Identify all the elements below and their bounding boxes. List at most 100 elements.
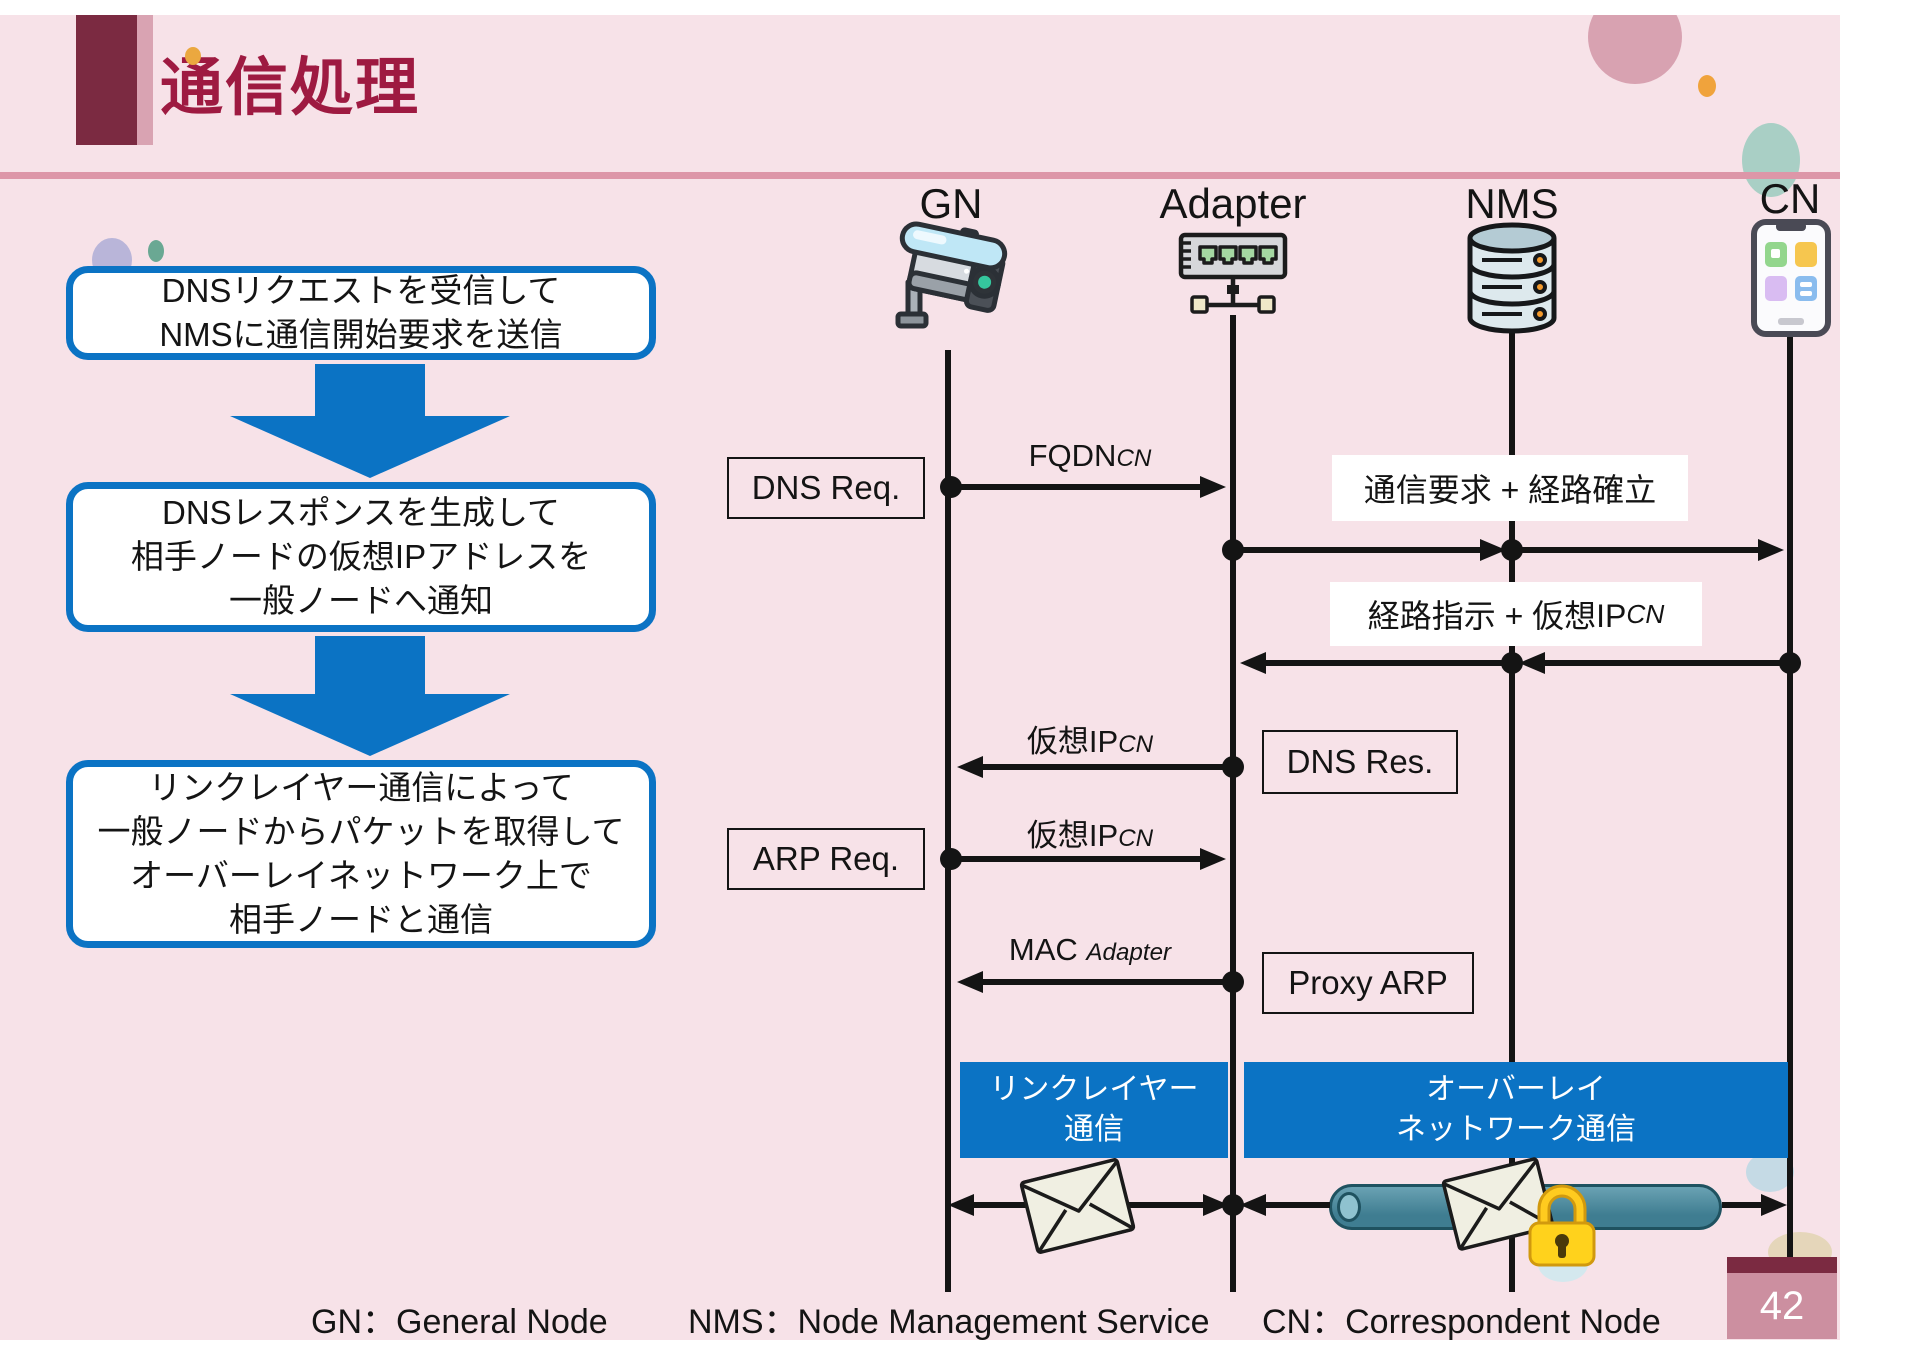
message2-line-b: [1512, 547, 1762, 553]
tag-dns-req: DNS Req.: [727, 457, 925, 519]
overlay-bar-line2: ネットワーク通信: [1396, 1113, 1636, 1146]
message2-arrowhead-cn: [1758, 539, 1784, 561]
smartphone-icon: [1751, 219, 1831, 337]
decoration-green-dot: [148, 240, 164, 262]
bottom-arrowhead-gn: [948, 1194, 974, 1216]
message3-line-a: [1545, 660, 1790, 666]
network-switch-icon: [1178, 232, 1288, 314]
message6-line: [983, 979, 1233, 985]
message-label-mac: MAC Adapter: [965, 932, 1215, 968]
bottom-line-mid: [1266, 1202, 1330, 1208]
lifeline-label-gn: GN: [919, 180, 983, 227]
tag-dns-req-label: DNS Req.: [751, 469, 901, 506]
database-icon: [1467, 222, 1557, 334]
big-arrow-2-head: [230, 694, 510, 756]
lifeline-label-cn: CN: [1759, 175, 1821, 222]
big-arrow-1-stem: [315, 364, 425, 418]
tag-proxy-arp: Proxy ARP: [1262, 952, 1474, 1014]
header-rule: [0, 172, 1840, 179]
route-subscript: CN: [1626, 598, 1665, 629]
message3-nms-dot: [1501, 652, 1523, 674]
header-accent-block: [76, 15, 137, 145]
step2-line2: 相手ノードの仮想IPアドレスを: [130, 538, 592, 575]
legend-gn: GN：General Node: [311, 1303, 608, 1340]
lifeline-gn: [945, 350, 951, 1292]
bottom-line-right: [1722, 1202, 1761, 1208]
message6-adapter-dot: [1222, 971, 1244, 993]
mac-text: MAC: [1008, 932, 1087, 967]
message-label-vip-req: 仮想IPCN: [965, 810, 1215, 855]
step-box-3: リンクレイヤー通信によって 一般ノードからパケットを取得して オーバーレイネット…: [66, 760, 656, 948]
vip-req-subscript: CN: [1118, 825, 1154, 852]
decoration-title-dot: [185, 47, 201, 65]
tag-arp-req-label: ARP Req.: [752, 840, 900, 877]
message1-line: [951, 484, 1204, 490]
link-layer-bar: リンクレイヤー 通信: [960, 1062, 1228, 1158]
lifeline-label-adapter: Adapter: [1159, 180, 1307, 227]
message4-line: [983, 764, 1233, 770]
link-layer-bar-line1: リンクレイヤー: [989, 1073, 1199, 1106]
route-text: 経路指示 + 仮想IP: [1367, 598, 1627, 634]
step-box-2: DNSレスポンスを生成して 相手ノードの仮想IPアドレスを 一般ノードへ通知: [66, 482, 656, 632]
tag-proxy-arp-label: Proxy ARP: [1288, 964, 1448, 1001]
vip-req-text: 仮想IP: [1026, 818, 1119, 853]
message-label-fqdn: FQDNCN: [965, 438, 1215, 474]
step3-line3: オーバーレイネットワーク上で: [130, 857, 592, 894]
message3-arrowhead-nms: [1519, 652, 1545, 674]
message5-line: [951, 856, 1204, 862]
message-label-vip-res: 仮想IPCN: [965, 716, 1215, 761]
lock-icon: [1528, 1184, 1596, 1267]
page-number-strip: [1727, 1257, 1837, 1273]
tag-arp-req: ARP Req.: [727, 828, 925, 890]
bottom-arrowhead-cn: [1761, 1194, 1787, 1216]
security-camera-icon: [895, 221, 1008, 329]
step1-line1: DNSリクエストを受信して: [161, 272, 561, 309]
comm-req-text: 通信要求 + 経路確立: [1363, 472, 1657, 508]
legend-cn: CN：Correspondent Node: [1262, 1303, 1661, 1340]
message2-nms-dot: [1501, 539, 1523, 561]
message3-arrowhead-adapter: [1240, 652, 1266, 674]
fqdn-subscript: CN: [1116, 445, 1152, 472]
step1-line2: NMSに通信開始要求を送信: [159, 316, 563, 353]
message6-arrowhead: [957, 971, 983, 993]
step3-line4: 相手ノードと通信: [229, 901, 493, 938]
lifeline-nms: [1509, 315, 1515, 1292]
message-label-comm-req: 通信要求 + 経路確立: [1332, 455, 1688, 521]
vip-res-subscript: CN: [1118, 731, 1154, 758]
step-box-1: DNSリクエストを受信して NMSに通信開始要求を送信: [66, 266, 656, 360]
header-accent-strip: [137, 15, 153, 145]
envelope-icon-left: [1019, 1158, 1136, 1254]
step3-line1: リンクレイヤー通信によって: [148, 769, 574, 806]
fqdn-text: FQDN: [1028, 438, 1117, 473]
mac-subscript: Adapter: [1086, 939, 1172, 966]
lifeline-adapter: [1230, 315, 1236, 1292]
message3-line-b: [1266, 660, 1512, 666]
message1-origin-dot: [940, 476, 962, 498]
overlay-bar-line1: オーバーレイ: [1426, 1073, 1606, 1106]
message4-adapter-dot: [1222, 756, 1244, 778]
message1-arrowhead: [1200, 476, 1226, 498]
slide: 通信処理 DNSリクエストを受信して NMSに通信開始要求を送信 DNSレスポン…: [0, 15, 1840, 1340]
decoration-blue-circle: [1746, 1152, 1794, 1192]
step2-line3: 一般ノードへ通知: [229, 582, 493, 619]
slide-title: 通信処理: [160, 53, 420, 123]
tag-dns-res: DNS Res.: [1262, 730, 1458, 794]
lifeline-cn: [1787, 335, 1793, 1258]
decoration-orange-dot: [1698, 75, 1716, 97]
bottom-arrowhead-adapter-right: [1240, 1194, 1266, 1216]
lifeline-label-nms: NMS: [1465, 180, 1559, 227]
tag-dns-res-label: DNS Res.: [1286, 743, 1434, 780]
message2-adapter-dot: [1222, 539, 1244, 561]
legend-nms: NMS：Node Management Service: [688, 1303, 1210, 1340]
step3-line2: 一般ノードからパケットを取得して: [97, 813, 625, 850]
tube-cap: [1337, 1192, 1361, 1222]
message4-arrowhead: [957, 756, 983, 778]
bottom-adapter-dot: [1222, 1194, 1244, 1216]
step2-line1: DNSレスポンスを生成して: [161, 494, 561, 531]
message2-line-a: [1233, 547, 1484, 553]
big-arrow-2-stem: [315, 636, 425, 696]
message2-arrowhead-nms: [1480, 539, 1506, 561]
decoration-teal-circle: [1742, 123, 1800, 197]
